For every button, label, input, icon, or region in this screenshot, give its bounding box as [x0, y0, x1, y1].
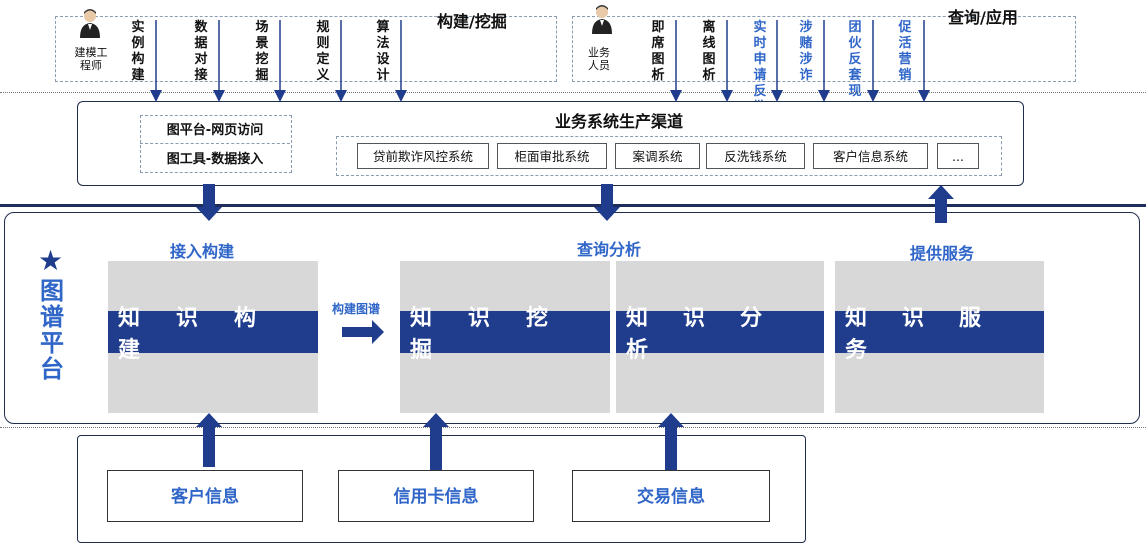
up-arrow	[928, 185, 954, 223]
right-arrow	[342, 320, 384, 344]
down-arrow	[196, 184, 222, 221]
source-customer: 客户信息	[107, 470, 303, 522]
band-knowledge-mining: 知识挖掘	[400, 306, 610, 363]
system-item: 客户信息系统	[813, 143, 928, 169]
band-knowledge-service: 知识服务	[835, 306, 1044, 363]
dotted-separator	[0, 427, 1146, 428]
stage-title: 接入构建	[170, 242, 235, 261]
build-title: 构建/挖掘	[437, 12, 507, 31]
stage-title: 提供服务	[910, 244, 975, 263]
task-label: 团伙反套现	[848, 20, 862, 99]
task-label: 场景挖掘	[255, 20, 269, 83]
task-label: 促活营销	[898, 20, 912, 83]
platform-top-line	[0, 204, 1146, 207]
band-label: 知识构建	[118, 306, 293, 363]
systems-group	[336, 136, 1002, 176]
system-item: 贷前欺诈风控系统	[357, 143, 489, 169]
platform-name: 图谱平台	[40, 277, 64, 383]
channel-title: 业务系统生产渠道	[555, 112, 684, 131]
task-label: 实例构建	[131, 20, 145, 83]
task-label: 算法设计	[376, 20, 390, 83]
star-icon: ★	[38, 244, 64, 277]
query-title: 查询/应用	[948, 8, 1018, 27]
down-arrow	[594, 184, 620, 221]
system-item: 反洗钱系统	[706, 143, 805, 169]
person-icon	[592, 5, 612, 34]
band-label: 知识服务	[845, 306, 1017, 363]
band-label: 知识挖掘	[410, 306, 585, 363]
build-panel	[55, 16, 557, 82]
person-icon	[80, 9, 100, 38]
up-arrow	[658, 413, 684, 470]
source-credit-card: 信用卡信息	[338, 470, 534, 522]
arrow-label: 构建图谱	[332, 302, 381, 316]
task-label: 涉赌涉诈	[799, 20, 813, 83]
platform-access-label: 图平台-网页访问	[166, 123, 264, 138]
band-label: 知识分析	[626, 306, 798, 363]
build-role-label: 建模工程师	[74, 46, 108, 72]
tool-access-label: 图工具-数据接入	[166, 152, 264, 167]
system-item: 柜面审批系统	[497, 143, 607, 169]
platform-access-item	[140, 115, 292, 173]
task-label: 即席图析	[651, 20, 665, 83]
divider	[140, 143, 290, 144]
band-knowledge-build: 知识构建	[108, 306, 318, 363]
stage-title: 查询分析	[577, 240, 642, 259]
dotted-separator	[0, 92, 1146, 93]
system-item: 案调系统	[615, 143, 700, 169]
source-transaction: 交易信息	[572, 470, 770, 522]
query-role-label: 业务人员	[588, 46, 610, 72]
up-arrow	[423, 413, 449, 470]
task-label: 数据对接	[194, 20, 208, 83]
system-item: ...	[937, 143, 979, 169]
task-label: 离线图析	[702, 20, 716, 83]
task-label: 规则定义	[316, 20, 330, 83]
band-knowledge-analysis: 知识分析	[616, 306, 824, 363]
up-arrow	[196, 413, 222, 467]
